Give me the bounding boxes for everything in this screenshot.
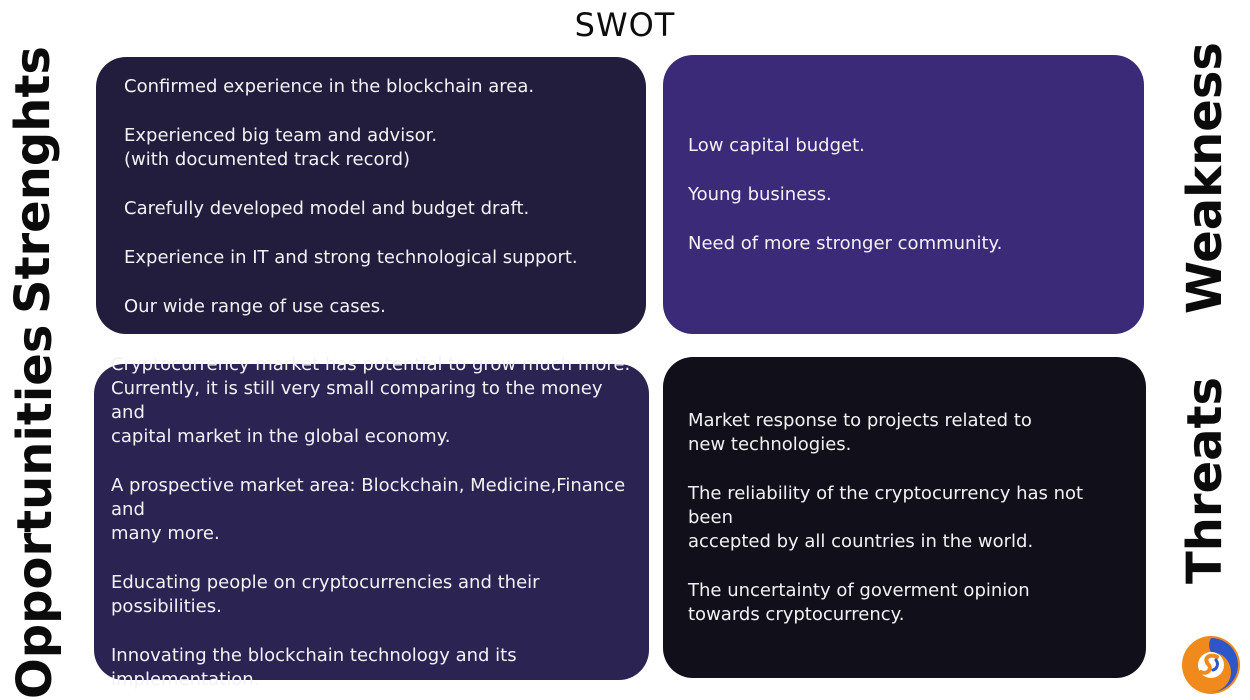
threats-item: The uncertainty of goverment opinion tow…: [688, 579, 1030, 625]
opportunities-item: Innovating the blockchain technology and…: [111, 644, 517, 690]
threats-item: Market response to projects related to n…: [688, 409, 1032, 455]
strengths-item: Experienced big team and advisor. (with …: [124, 125, 438, 170]
threats-box: Market response to projects related to n…: [663, 357, 1146, 678]
strengths-item: Our wide range of use cases.: [124, 296, 386, 317]
page-title: SWOT: [574, 6, 676, 44]
swirl-logo-icon: [1180, 634, 1242, 696]
threats-item: The reliability of the cryptocurrency ha…: [688, 482, 1084, 552]
opportunities-item: Cryptocurrency market has potential to g…: [111, 353, 631, 447]
strengths-item: Confirmed experience in the blockchain a…: [124, 76, 535, 97]
opportunities-box: Cryptocurrency market has potential to g…: [94, 354, 649, 690]
strengths-box: Confirmed experience in the blockchain a…: [96, 57, 646, 334]
opportunities-label: Opportunities: [7, 324, 63, 699]
threats-label: Threats: [1177, 376, 1233, 584]
weakness-label: Weakness: [1177, 42, 1233, 314]
strengths-label: Strenghts: [5, 46, 61, 314]
opportunities-item: Educating people on cryptocurrencies and…: [111, 571, 540, 617]
weakness-item: Low capital budget.: [688, 134, 865, 156]
weakness-item: Young business.: [688, 183, 832, 205]
strengths-item: Experience in IT and strong technologica…: [124, 247, 578, 268]
weakness-box: Low capital budget. Young business. Need…: [663, 55, 1144, 334]
opportunities-item: A prospective market area: Blockchain, M…: [111, 474, 626, 544]
weakness-item: Need of more stronger community.: [688, 232, 1003, 254]
strengths-item: Carefully developed model and budget dra…: [124, 198, 530, 219]
